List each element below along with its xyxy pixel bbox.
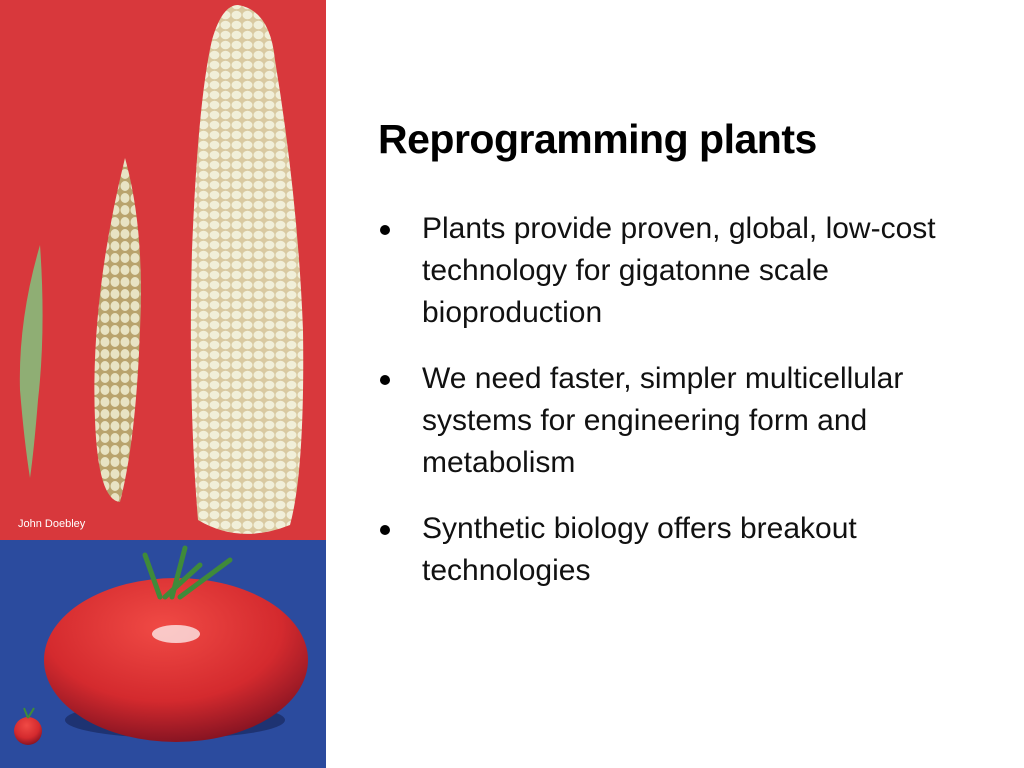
bullet-text: Plants provide proven, global, low-cost … <box>422 212 936 329</box>
bullet-list: Plants provide proven, global, low-cost … <box>378 208 978 616</box>
bullet-icon <box>380 225 390 235</box>
modern-corn-ear <box>190 5 304 534</box>
large-tomato <box>44 578 308 742</box>
bullet-icon <box>380 525 390 535</box>
slide-title: Reprogramming plants <box>378 116 817 162</box>
bullet-item: We need faster, simpler multicellular sy… <box>378 358 978 484</box>
maize-tomato-photo <box>0 0 326 768</box>
bullet-item: Synthetic biology offers breakout techno… <box>378 508 978 592</box>
bullet-text: We need faster, simpler multicellular sy… <box>422 362 904 479</box>
small-tomato <box>14 717 42 745</box>
tomato-stem <box>142 545 233 600</box>
bullet-icon <box>380 375 390 385</box>
bullet-item: Plants provide proven, global, low-cost … <box>378 208 978 334</box>
photo-credit: John Doebley <box>18 518 86 530</box>
bullet-text: Synthetic biology offers breakout techno… <box>422 512 857 587</box>
teosinte-ear <box>19 245 43 478</box>
intermediate-ear <box>94 158 141 502</box>
